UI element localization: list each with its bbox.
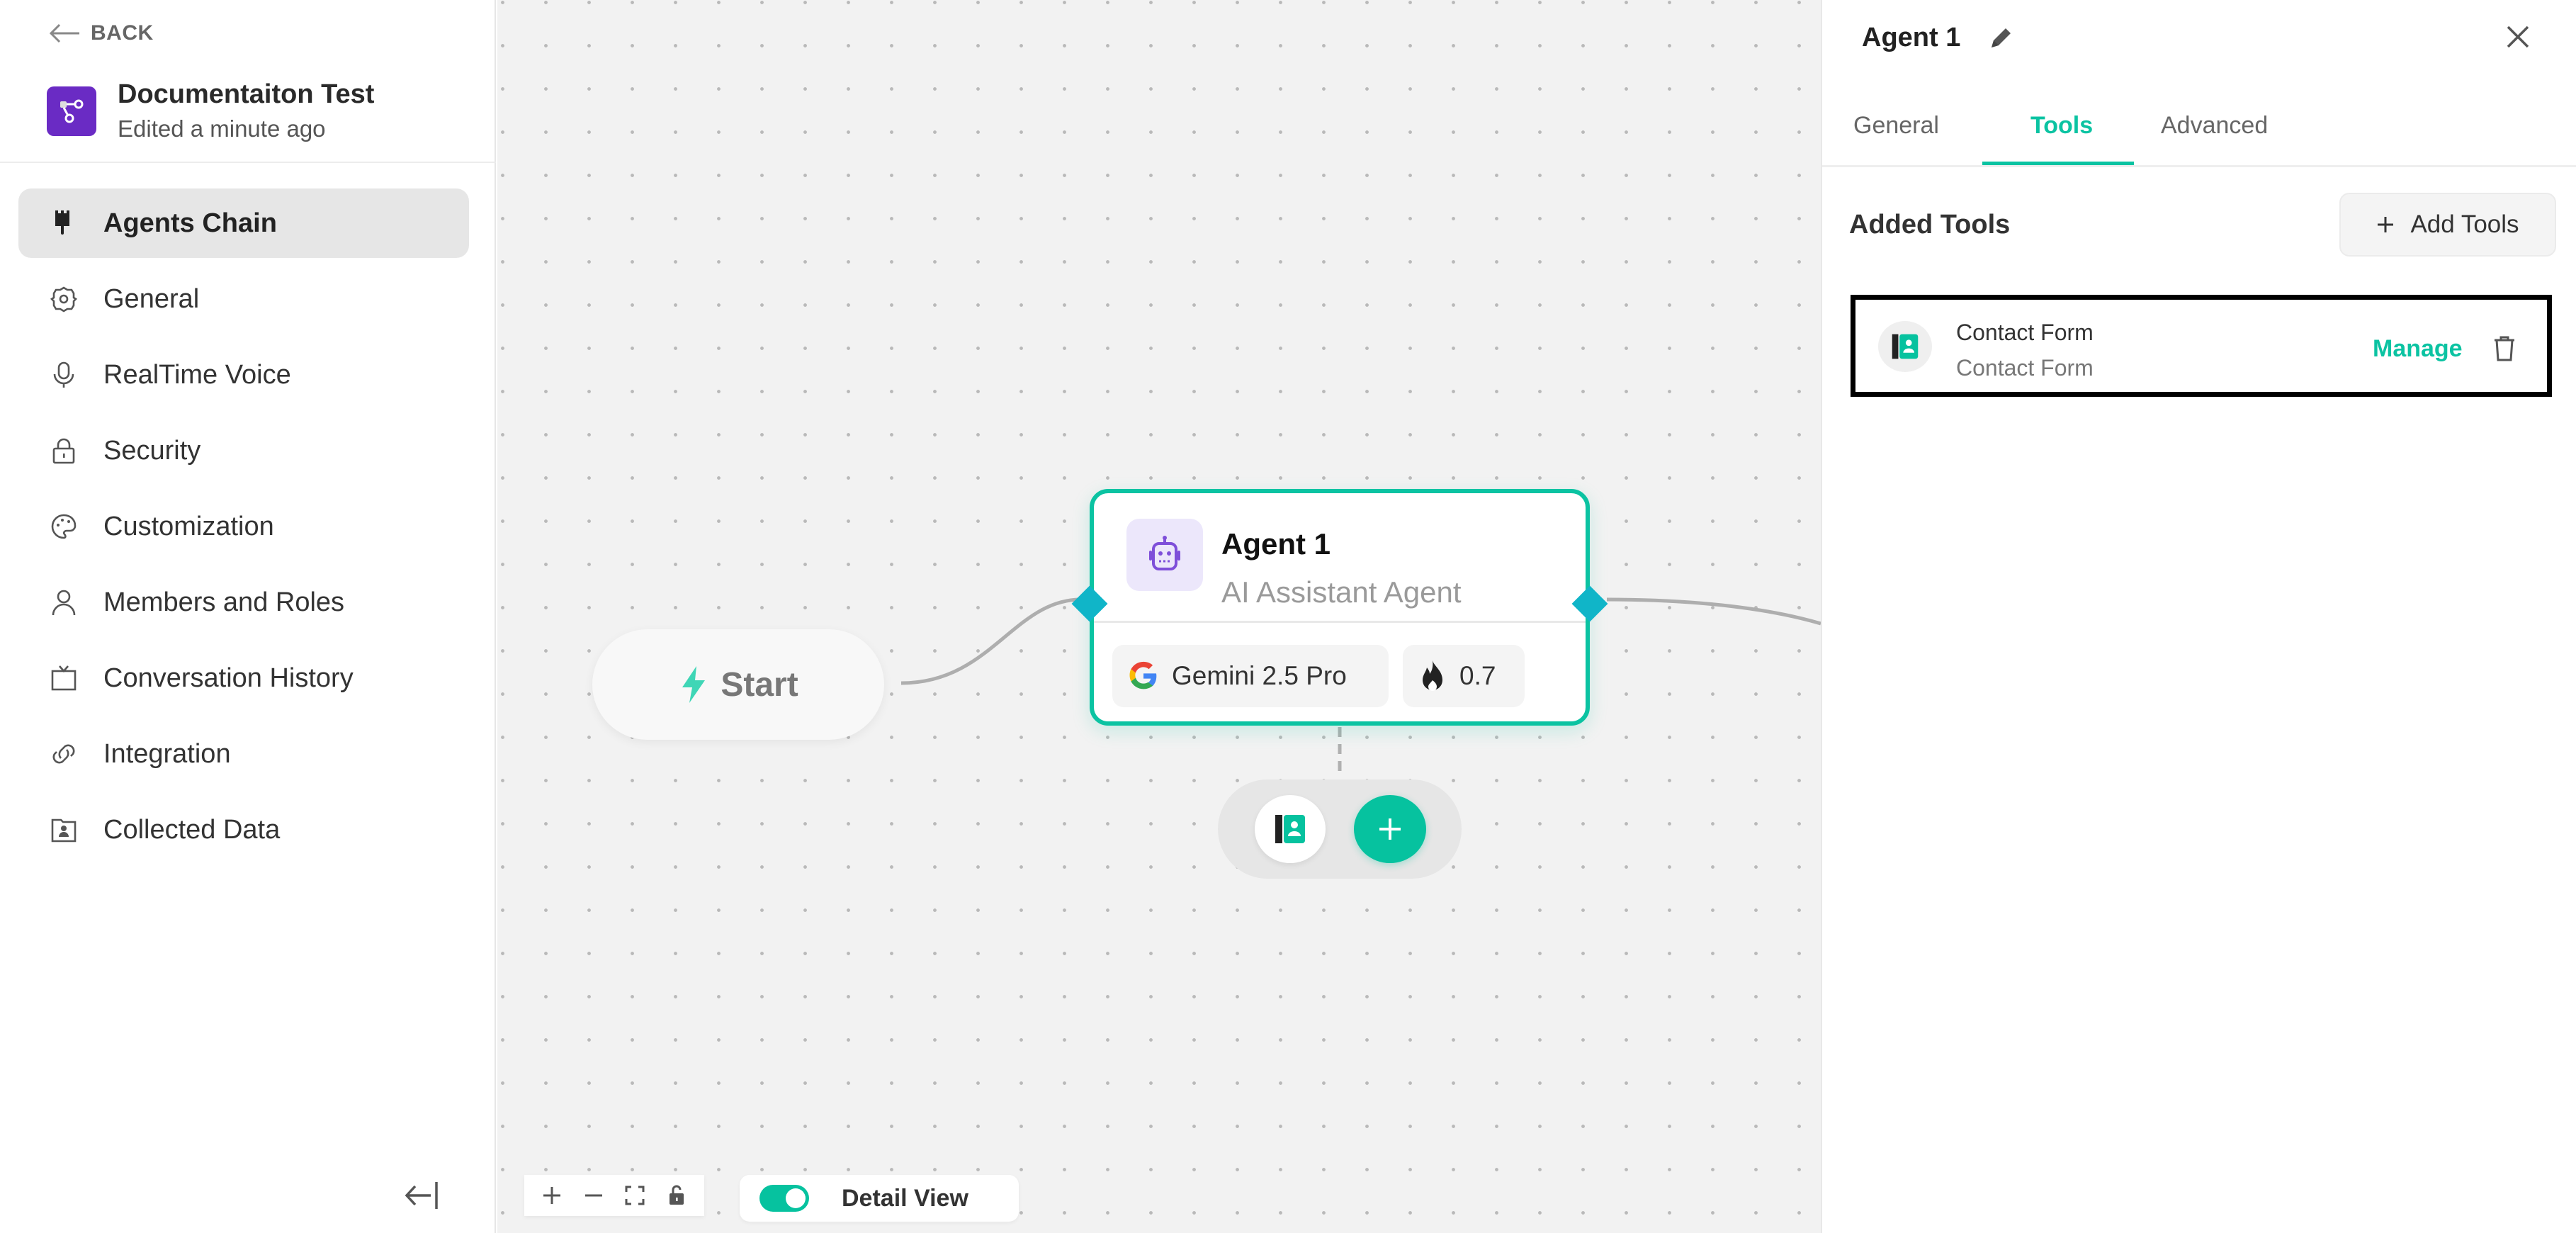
collapse-sidebar-button[interactable] [402, 1178, 442, 1213]
sidebar-item-label: Conversation History [103, 663, 354, 693]
close-icon [2507, 26, 2529, 48]
contact-folder-icon [51, 818, 77, 843]
start-label: Start [721, 665, 798, 704]
sidebar-item-integration[interactable]: Integration [18, 719, 469, 789]
sidebar-item-label: Collected Data [103, 814, 281, 845]
sidebar-item-label: Agents Chain [103, 208, 277, 238]
panel-tabs: General Tools Advanced [1822, 105, 2576, 167]
contact-book-icon [1878, 321, 1932, 372]
gear-icon [50, 286, 78, 313]
sidebar-nav: Agents Chain General RealTime Voice Secu… [18, 188, 469, 871]
agent-node[interactable]: Agent 1 AI Assistant Agent Gemini 2.5 Pr… [1071, 489, 1608, 726]
temperature-value: 0.7 [1459, 661, 1496, 690]
contact-book-icon [1275, 815, 1305, 843]
sidebar-item-realtime-voice[interactable]: RealTime Voice [18, 340, 469, 410]
agent-name: Agent 1 [1221, 527, 1331, 561]
fit-view-button[interactable] [623, 1183, 647, 1207]
add-tool-button[interactable] [1354, 795, 1426, 863]
add-tools-button[interactable]: Add Tools [2339, 193, 2556, 257]
sidebar-item-conversation-history[interactable]: Conversation History [18, 643, 469, 713]
agent-type: AI Assistant Agent [1221, 575, 1462, 609]
tool-description: Contact Form [1956, 355, 2094, 381]
edge-start-to-agent [900, 597, 1088, 685]
temperature-chip: 0.7 [1403, 645, 1525, 707]
pencil-icon [1992, 28, 2011, 47]
lock-icon [52, 438, 75, 464]
panel-title: Agent 1 [1862, 23, 1961, 52]
sidebar-item-customization[interactable]: Customization [18, 492, 469, 561]
lock-button[interactable] [665, 1183, 689, 1207]
project-header: Documentaiton Test Edited a minute ago [47, 79, 374, 142]
lock-icon [669, 1185, 684, 1205]
active-tab-indicator [1982, 162, 2134, 165]
agent-settings-panel: Agent 1 General Tools Advanced Added Too… [1821, 0, 2576, 1233]
close-panel-button[interactable] [2505, 24, 2531, 50]
microphone-icon [53, 361, 74, 388]
start-node[interactable]: Start [592, 629, 884, 740]
edge-agent-to-next [1606, 597, 1821, 626]
arrow-left-icon [49, 23, 79, 43]
sidebar-item-label: Security [103, 435, 201, 466]
sidebar-item-collected-data[interactable]: Collected Data [18, 795, 469, 865]
plus-icon [1379, 818, 1401, 840]
flame-icon [1423, 660, 1442, 691]
tv-icon [51, 665, 77, 691]
plus-icon [543, 1187, 561, 1204]
edges-layer [900, 597, 1821, 778]
tool-card-contact-form: Contact Form Contact Form Manage [1851, 295, 2552, 397]
sidebar-item-agents-chain[interactable]: Agents Chain [18, 188, 469, 258]
sidebar-item-label: Customization [103, 511, 274, 541]
sidebar-item-label: RealTime Voice [103, 359, 291, 390]
detail-view-toggle-container: Detail View [740, 1175, 1019, 1222]
link-icon [52, 744, 75, 764]
fit-view-icon [625, 1186, 645, 1205]
palette-icon [51, 514, 77, 539]
collapse-left-icon [405, 1182, 438, 1209]
minus-icon [584, 1194, 602, 1197]
tool-name: Contact Form [1956, 320, 2094, 345]
sidebar-item-security[interactable]: Security [18, 416, 469, 485]
sidebar-item-general[interactable]: General [18, 264, 469, 334]
manage-tool-button[interactable]: Manage [2373, 335, 2463, 362]
edit-name-button[interactable] [1987, 25, 2014, 52]
zoom-out-button[interactable] [582, 1183, 606, 1207]
google-icon [1129, 661, 1157, 689]
zoom-in-button[interactable] [540, 1183, 564, 1207]
canvas-controls [524, 1175, 704, 1216]
flow-canvas[interactable]: Start Agent 1 AI Assistant Agent Gemini … [497, 0, 1821, 1233]
contact-form-tool-button[interactable] [1255, 795, 1326, 863]
project-title: Documentaiton Test [118, 79, 375, 109]
plus-icon [2378, 217, 2394, 232]
add-tools-label: Add Tools [2410, 210, 2519, 238]
tab-general[interactable]: General [1853, 112, 1939, 139]
brush-icon [55, 210, 69, 235]
tab-tools[interactable]: Tools [2030, 112, 2094, 139]
lightning-icon [682, 666, 706, 703]
tab-advanced[interactable]: Advanced [2161, 112, 2269, 139]
workflow-icon [47, 86, 96, 136]
divider [1094, 621, 1586, 623]
delete-tool-button[interactable] [2493, 335, 2516, 366]
detail-view-label: Detail View [842, 1184, 968, 1212]
divider [0, 162, 496, 163]
sidebar-item-label: Members and Roles [103, 587, 345, 617]
back-label: BACK [91, 21, 154, 45]
user-icon [52, 590, 76, 616]
sidebar-item-members-and-roles[interactable]: Members and Roles [18, 568, 469, 637]
agent-tools-group [1218, 779, 1462, 879]
added-tools-heading: Added Tools [1849, 210, 2011, 240]
project-edited-time: Edited a minute ago [118, 116, 326, 142]
back-button[interactable]: BACK [48, 21, 154, 45]
trash-icon [2495, 336, 2514, 361]
model-name: Gemini 2.5 Pro [1172, 661, 1347, 690]
robot-icon [1126, 519, 1203, 591]
sidebar-item-label: Integration [103, 738, 231, 769]
model-chip: Gemini 2.5 Pro [1112, 645, 1389, 707]
sidebar-item-label: General [103, 283, 200, 314]
sidebar: BACK Documentaiton Test Edited a minute … [0, 0, 496, 1233]
detail-view-toggle[interactable] [759, 1185, 809, 1212]
